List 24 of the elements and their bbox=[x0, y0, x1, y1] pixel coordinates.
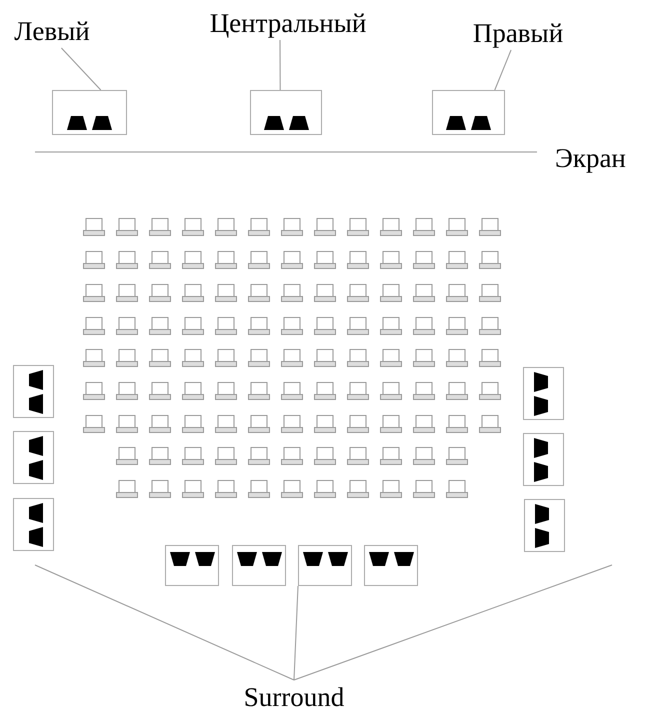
speaker-box bbox=[523, 367, 564, 420]
leader-line bbox=[294, 586, 298, 680]
speaker-box bbox=[524, 499, 565, 552]
speaker-box bbox=[523, 433, 564, 486]
speaker-box bbox=[13, 431, 54, 484]
leader-line bbox=[494, 50, 512, 90]
speaker-label: Левый bbox=[14, 18, 90, 44]
speaker-box bbox=[250, 90, 322, 135]
speaker-label: Surround bbox=[244, 684, 344, 710]
speaker-box bbox=[13, 365, 54, 418]
speaker-box bbox=[165, 545, 219, 586]
speaker-box bbox=[52, 90, 127, 135]
speaker-box bbox=[232, 545, 286, 586]
speaker-box bbox=[432, 90, 505, 135]
leader-line bbox=[60, 48, 102, 90]
speaker-label: Центральный bbox=[210, 10, 366, 36]
speaker-box bbox=[298, 545, 352, 586]
speaker-box bbox=[364, 545, 418, 586]
leader-line bbox=[280, 40, 281, 90]
leader-line bbox=[34, 564, 294, 680]
speaker-box bbox=[13, 498, 54, 551]
leader-line bbox=[294, 564, 612, 680]
speaker-label: Правый bbox=[472, 20, 564, 46]
screen-label: Экран bbox=[555, 145, 626, 172]
